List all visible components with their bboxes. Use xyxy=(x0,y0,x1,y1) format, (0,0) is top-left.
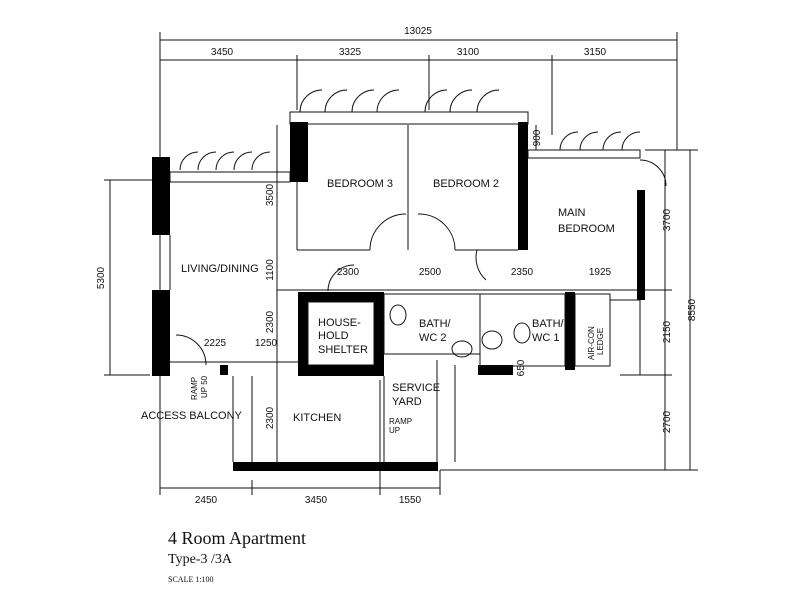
dim-650: 650 xyxy=(516,359,527,376)
ramp-up-label-2: UP xyxy=(389,426,400,435)
dim-top-2: 3325 xyxy=(339,47,362,58)
dim-right-2: 2150 xyxy=(662,320,673,343)
dim-int-v-2: 1100 xyxy=(265,259,276,281)
room-bath1-2: WC 1 xyxy=(532,332,560,344)
dim-top-4: 3150 xyxy=(584,47,607,58)
dim-int-h-3: 2350 xyxy=(511,267,534,278)
room-main-bedroom-1: MAIN xyxy=(558,207,586,219)
room-access-balcony: ACCESS BALCONY xyxy=(141,410,243,422)
ramp-up-50-label-1: RAMP xyxy=(190,377,199,400)
room-service-yard-2: YARD xyxy=(392,396,422,408)
dim-int-v-4: 2300 xyxy=(265,406,276,429)
room-bedroom-2: BEDROOM 2 xyxy=(433,178,499,190)
room-service-yard-1: SERVICE xyxy=(392,382,440,394)
plan-scale: SCALE 1:100 xyxy=(168,575,214,584)
plan-title: 4 Room Apartment xyxy=(168,528,306,548)
room-aircon-2: LEDGE xyxy=(596,328,605,355)
dim-int-v-3: 2300 xyxy=(265,310,276,333)
room-shelter-3: SHELTER xyxy=(318,344,368,356)
dim-right-1: 3700 xyxy=(662,208,673,231)
dim-top-1: 3450 xyxy=(211,47,234,58)
room-bath1-1: BATH/ xyxy=(532,318,565,330)
plan-subtitle: Type-3 /3A xyxy=(168,552,232,567)
dim-balcony-2: 1250 xyxy=(255,338,278,349)
room-kitchen: KITCHEN xyxy=(293,412,341,424)
room-bath2-2: WC 2 xyxy=(419,332,447,344)
dim-int-h-2: 2500 xyxy=(419,267,442,278)
dim-balcony-1: 2225 xyxy=(204,338,227,349)
dim-bottom-1: 2450 xyxy=(195,495,218,506)
dim-right-3: 2700 xyxy=(662,410,673,433)
dim-top-3: 3100 xyxy=(457,47,480,58)
dimension-lines xyxy=(104,32,698,495)
room-bath2-1: BATH/ xyxy=(419,318,452,330)
interior-lines xyxy=(169,89,667,462)
dim-int-h-4: 1925 xyxy=(589,267,612,278)
walls xyxy=(152,122,645,471)
room-living-dining: LIVING/DINING xyxy=(181,263,259,275)
room-bedroom-3: BEDROOM 3 xyxy=(327,178,393,190)
ramp-up-50-label-2: UP 50 xyxy=(200,375,209,398)
dim-900: 900 xyxy=(532,129,543,146)
ramp-up-label-1: RAMP xyxy=(389,417,412,426)
room-main-bedroom-2: BEDROOM xyxy=(558,223,615,235)
dim-int-v-1: 3500 xyxy=(265,183,276,206)
room-aircon-1: AIR-CON xyxy=(587,326,596,360)
dim-left: 5300 xyxy=(96,266,107,289)
dim-bottom-2: 3450 xyxy=(305,495,328,506)
dim-overall-width: 13025 xyxy=(404,26,432,37)
dim-int-h-1: 2300 xyxy=(337,267,360,278)
room-shelter-2: HOLD xyxy=(318,330,349,342)
room-shelter-1: HOUSE- xyxy=(318,317,361,329)
dim-overall-depth: 8550 xyxy=(687,298,698,321)
dim-bottom-3: 1550 xyxy=(399,495,422,506)
